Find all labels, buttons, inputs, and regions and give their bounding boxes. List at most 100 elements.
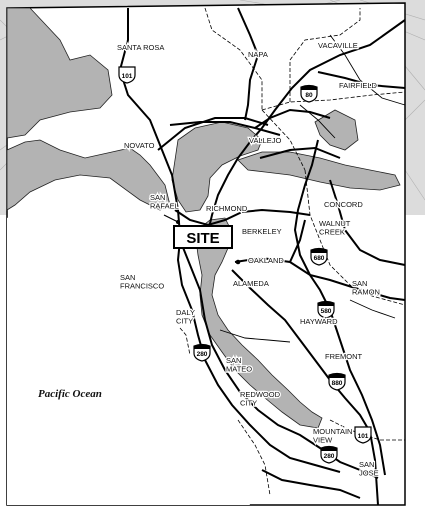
- city-label-line: REDWOOD: [240, 390, 281, 399]
- city-label-line: SANTA ROSA: [117, 43, 164, 52]
- highway-shield-i-280-north: 280: [193, 343, 211, 362]
- city-label-oakland: OAKLAND: [248, 256, 284, 265]
- city-label-line: CREEK: [319, 228, 345, 237]
- minor-roads: [219, 34, 406, 343]
- city-label-napa: NAPA: [248, 50, 268, 59]
- highway-shield-number: 80: [305, 92, 313, 99]
- city-label-line: WALNUT: [319, 219, 351, 228]
- city-label-line: VIEW: [313, 436, 333, 445]
- city-label-line: OAKLAND: [248, 256, 284, 265]
- city-label-halo-novato: NOVATO: [124, 141, 155, 150]
- highway-shield-i-880: 880: [328, 372, 346, 391]
- city-label-halo-alameda: ALAMEDA: [233, 279, 269, 288]
- city-label-line: VALLEJO: [249, 136, 282, 145]
- city-label-halo-fremont: FREMONT: [325, 352, 362, 361]
- highway-shield-number: 880: [332, 380, 343, 387]
- city-label-halo-berkeley: BERKELEY: [242, 227, 282, 236]
- city-label-line: HAYWARD: [300, 317, 338, 326]
- city-label-line: SAN: [352, 279, 367, 288]
- city-label-line: REDWOOD: [240, 390, 281, 399]
- city-label-line: RAMON: [352, 288, 380, 297]
- city-label-line: OAKLAND: [248, 256, 284, 265]
- city-label-halo-napa: NAPA: [248, 50, 268, 59]
- city-label-line: SAN: [226, 356, 241, 365]
- city-label-halo-oakland: OAKLAND: [248, 256, 284, 265]
- highway-shield-number: 280: [197, 351, 208, 358]
- city-label-halo-concord: CONCORD: [324, 200, 363, 209]
- city-label-line: RICHMOND: [206, 204, 248, 213]
- city-label-halo-vacaville: VACAVILLE: [318, 41, 358, 50]
- city-label-halo-hayward: HAYWARD: [300, 317, 338, 326]
- highway-shield-us-101-south: 101: [354, 426, 372, 444]
- city-label-halo-santa-rosa: SANTA ROSA: [117, 43, 164, 52]
- city-label-line: MOUNTAIN: [313, 427, 352, 436]
- city-label-line: FAIRFIELD: [339, 81, 378, 90]
- highway-shield-number: 280: [324, 453, 335, 460]
- city-label-line: CITY: [240, 399, 257, 408]
- city-label-line: SAN: [120, 273, 135, 282]
- city-label-line: CONCORD: [324, 200, 363, 209]
- city-label-line: VALLEJO: [249, 136, 282, 145]
- city-label-line: NOVATO: [124, 141, 155, 150]
- city-label-alameda: ALAMEDA: [233, 279, 269, 288]
- city-label-line: MATEO: [226, 365, 252, 374]
- highways: [118, 7, 406, 506]
- city-label-line: VIEW: [313, 436, 333, 445]
- city-label-line: WALNUT: [319, 219, 351, 228]
- city-label-line: SAN: [359, 460, 374, 469]
- city-label-novato: NOVATO: [124, 141, 155, 150]
- city-label-line: SAN: [120, 273, 135, 282]
- city-label-line: RICHMOND: [206, 204, 248, 213]
- city-label-line: NAPA: [248, 50, 268, 59]
- city-label-line: SAN: [359, 460, 374, 469]
- highway-shield-i-280-south: 280: [320, 445, 338, 464]
- highway-shields: 101 80 680 580 280 880 101 280: [118, 66, 372, 464]
- city-label-line: BERKELEY: [242, 227, 282, 236]
- city-label-halo-richmond: RICHMOND: [206, 204, 248, 213]
- oakland-dot: [235, 259, 241, 265]
- city-label-line: MOUNTAIN: [313, 427, 352, 436]
- city-label-line: FREMONT: [325, 352, 362, 361]
- city-label-line: SAN: [226, 356, 241, 365]
- highway-shield-i-80: 80: [300, 84, 318, 103]
- city-label-line: FAIRFIELD: [339, 81, 378, 90]
- city-label-line: ALAMEDA: [233, 279, 269, 288]
- site-label: SITE: [186, 230, 219, 247]
- city-label-line: VACAVILLE: [318, 41, 358, 50]
- city-label-line: FRANCISCO: [120, 282, 164, 291]
- highway-shield-i-580: 580: [317, 300, 335, 319]
- highway-shield-i-680: 680: [310, 247, 328, 266]
- city-label-line: SANTA ROSA: [117, 43, 164, 52]
- city-label-line: RAMON: [352, 288, 380, 297]
- city-label-line: CITY: [176, 317, 193, 326]
- highway-shield-number: 580: [321, 308, 332, 315]
- city-label-line: MATEO: [226, 365, 252, 374]
- highway-shield-number: 101: [122, 73, 133, 80]
- city-label-line: SAN: [150, 193, 165, 202]
- city-label-santa-rosa: SANTA ROSA: [117, 43, 164, 52]
- city-label-line: SAN: [352, 279, 367, 288]
- city-label-line: SAN: [150, 193, 165, 202]
- city-label-line: DALY: [176, 308, 195, 317]
- city-label-hayward: HAYWARD: [300, 317, 338, 326]
- ocean: [6, 7, 250, 505]
- city-label-line: DALY: [176, 308, 195, 317]
- city-label-line: RAFAEL: [150, 202, 179, 211]
- city-label-berkeley: BERKELEY: [242, 227, 282, 236]
- highway-shield-number: 101: [358, 433, 369, 440]
- city-label-line: BERKELEY: [242, 227, 282, 236]
- city-label-fairfield: FAIRFIELD: [339, 81, 378, 90]
- city-label-line: CREEK: [319, 228, 345, 237]
